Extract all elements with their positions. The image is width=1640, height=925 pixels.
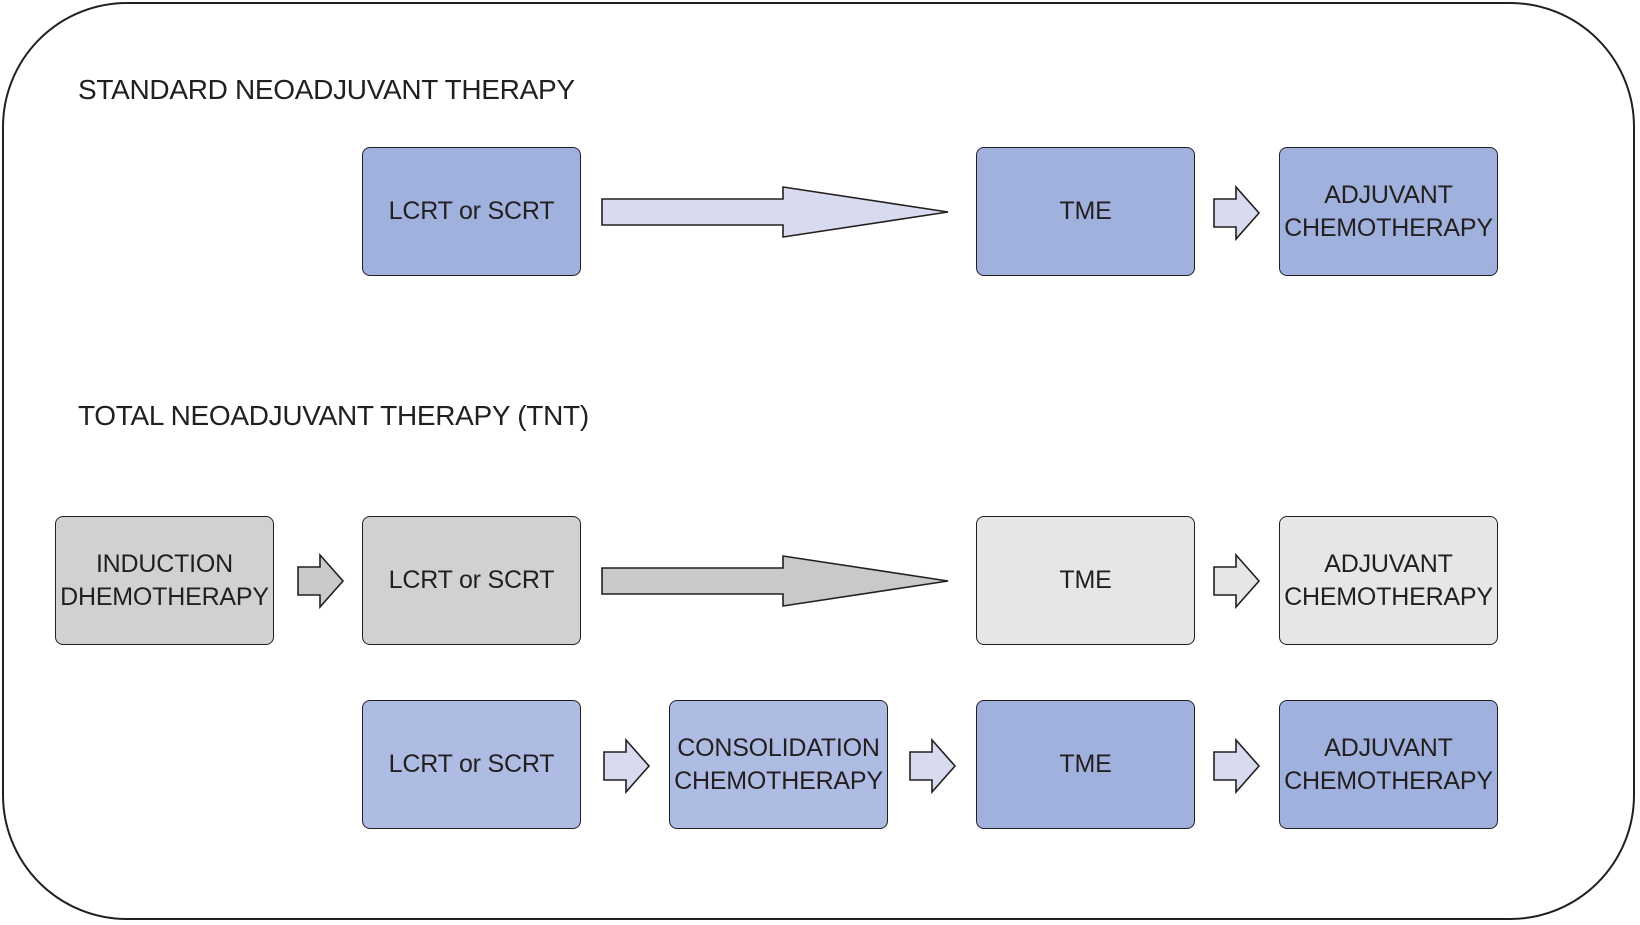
short-arrow-induction-1: [297, 552, 345, 610]
long-arrow-induction: [601, 555, 949, 607]
tnt-induction-tme-box: TME: [976, 516, 1195, 645]
standard-tme-box: TME: [976, 147, 1195, 276]
short-arrow-consolidation-3: [1213, 737, 1261, 795]
standard-radiation-box: LCRT or SCRT: [362, 147, 581, 276]
long-arrow-standard: [601, 186, 949, 238]
short-arrow-consolidation-2: [909, 737, 957, 795]
standard-adjuvant-box: ADJUVANT CHEMOTHERAPY: [1279, 147, 1498, 276]
standard-therapy-title: STANDARD NEOADJUVANT THERAPY: [78, 74, 575, 105]
short-arrow-standard-1: [1213, 184, 1261, 242]
tnt-consolidation-radiation-box: LCRT or SCRT: [362, 700, 581, 829]
tnt-consolidation-adjuvant-box: ADJUVANT CHEMOTHERAPY: [1279, 700, 1498, 829]
tnt-induction-adjuvant-box: ADJUVANT CHEMOTHERAPY: [1279, 516, 1498, 645]
tnt-title: TOTAL NEOADJUVANT THERAPY (TNT): [78, 400, 589, 431]
tnt-consolidation-tme-box: TME: [976, 700, 1195, 829]
tnt-induction-box: INDUCTION DHEMOTHERAPY: [55, 516, 274, 645]
short-arrow-induction-2: [1213, 552, 1261, 610]
tnt-consolidation-chemo-box: CONSOLIDATION CHEMOTHERAPY: [669, 700, 888, 829]
short-arrow-consolidation-1: [603, 737, 651, 795]
tnt-induction-radiation-box: LCRT or SCRT: [362, 516, 581, 645]
